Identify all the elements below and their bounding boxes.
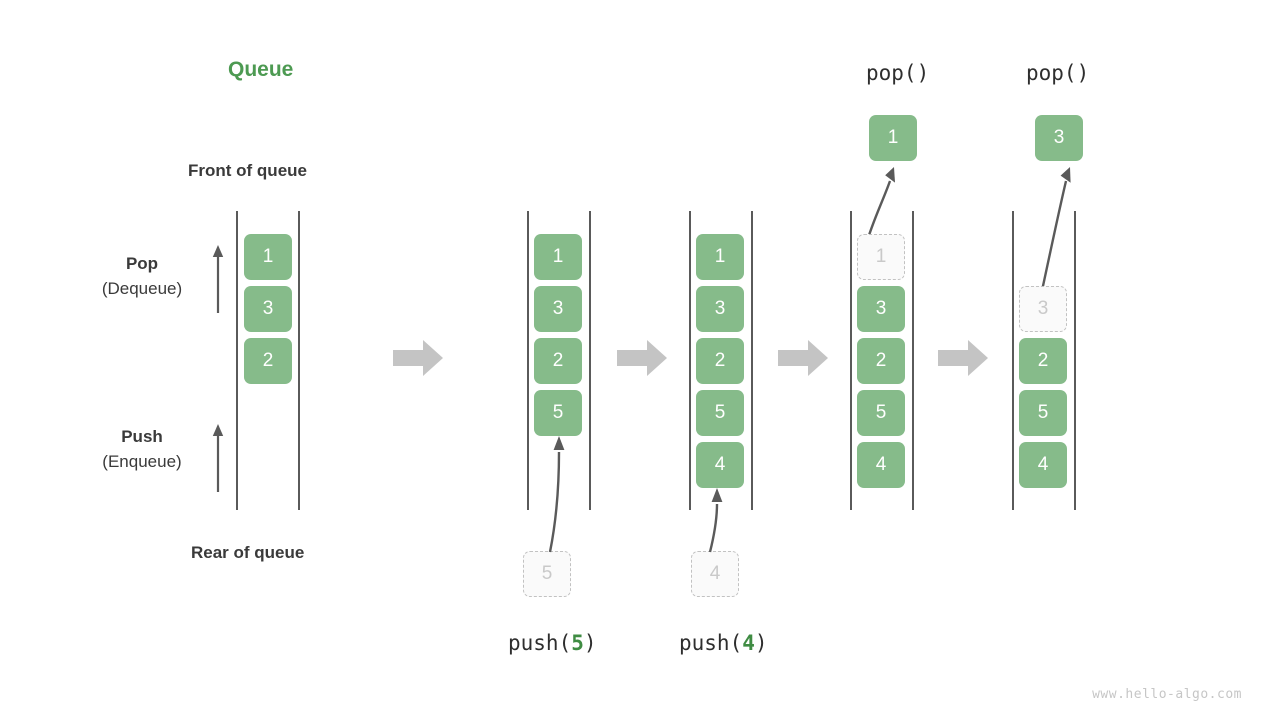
- push-label: Push: [121, 427, 163, 446]
- queue-rail-right-4: [912, 211, 914, 510]
- push-sublabel: (Enqueue): [102, 452, 182, 471]
- push-annotation: Push (Enqueue): [72, 425, 212, 475]
- transition-arrow-icon-2: [617, 340, 667, 376]
- push-arrow-icon-2: [708, 488, 723, 553]
- popped-element: 1: [869, 115, 917, 161]
- caption-suffix: ): [583, 631, 597, 655]
- queue-rail-left-4: [850, 211, 852, 510]
- queue-rail-left-2: [527, 211, 529, 510]
- caption-suffix: ): [754, 631, 768, 655]
- stage-caption-pop-3: pop(): [1026, 61, 1090, 85]
- transition-arrow-icon-4: [938, 340, 988, 376]
- queue-rail-right-5: [1074, 211, 1076, 510]
- caption-prefix: push(: [679, 631, 743, 655]
- stage-caption-pop-1: pop(): [866, 61, 930, 85]
- queue-element: 2: [696, 338, 744, 384]
- queue-rail-left-5: [1012, 211, 1014, 510]
- queue-element: 5: [534, 390, 582, 436]
- caption-prefix: push(: [508, 631, 572, 655]
- queue-element: 3: [696, 286, 744, 332]
- stage-caption-push-5: push(5): [508, 631, 597, 655]
- pop-sublabel: (Dequeue): [101, 279, 183, 298]
- queue-element: 2: [534, 338, 582, 384]
- popped-element: 3: [1035, 115, 1083, 161]
- watermark: www.hello-algo.com: [1092, 687, 1242, 702]
- queue-element: 4: [857, 442, 905, 488]
- caption-value: 4: [742, 631, 755, 655]
- stage-caption-push-4: push(4): [679, 631, 768, 655]
- push-arrow-icon-1: [548, 436, 565, 553]
- queue-element: 1: [696, 234, 744, 280]
- queue-element: 1: [534, 234, 582, 280]
- queue-element: 5: [696, 390, 744, 436]
- pop-label: Pop: [125, 254, 159, 273]
- queue-element: 5: [857, 390, 905, 436]
- front-of-queue-label: Front of queue: [188, 161, 307, 180]
- queue-element: 3: [244, 286, 292, 332]
- queue-rail-left-3: [689, 211, 691, 510]
- queue-element-ghost: 1: [857, 234, 905, 280]
- push-direction-arrow-icon: [212, 424, 224, 492]
- queue-element: 2: [857, 338, 905, 384]
- queue-element: 3: [857, 286, 905, 332]
- incoming-element-ghost: 4: [691, 551, 739, 597]
- transition-arrow-icon-1: [393, 340, 443, 376]
- queue-rail-right-1: [298, 211, 300, 510]
- queue-element: 3: [534, 286, 582, 332]
- pop-arrow-icon-2: [1038, 167, 1071, 301]
- queue-element: 1: [244, 234, 292, 280]
- queue-element: 4: [1019, 442, 1067, 488]
- queue-element: 2: [244, 338, 292, 384]
- transition-arrow-icon-3: [778, 340, 828, 376]
- queue-element: 4: [696, 442, 744, 488]
- rear-of-queue-label: Rear of queue: [191, 543, 305, 562]
- queue-rail-right-3: [751, 211, 753, 510]
- page-title: Queue: [228, 58, 294, 81]
- pop-direction-arrow-icon: [212, 245, 224, 313]
- pop-annotation: Pop (Dequeue): [72, 252, 212, 302]
- queue-rail-right-2: [589, 211, 591, 510]
- incoming-element-ghost: 5: [523, 551, 571, 597]
- queue-element-ghost: 3: [1019, 286, 1067, 332]
- queue-element: 2: [1019, 338, 1067, 384]
- queue-element: 5: [1019, 390, 1067, 436]
- caption-value: 5: [571, 631, 584, 655]
- queue-rail-left-1: [236, 211, 238, 510]
